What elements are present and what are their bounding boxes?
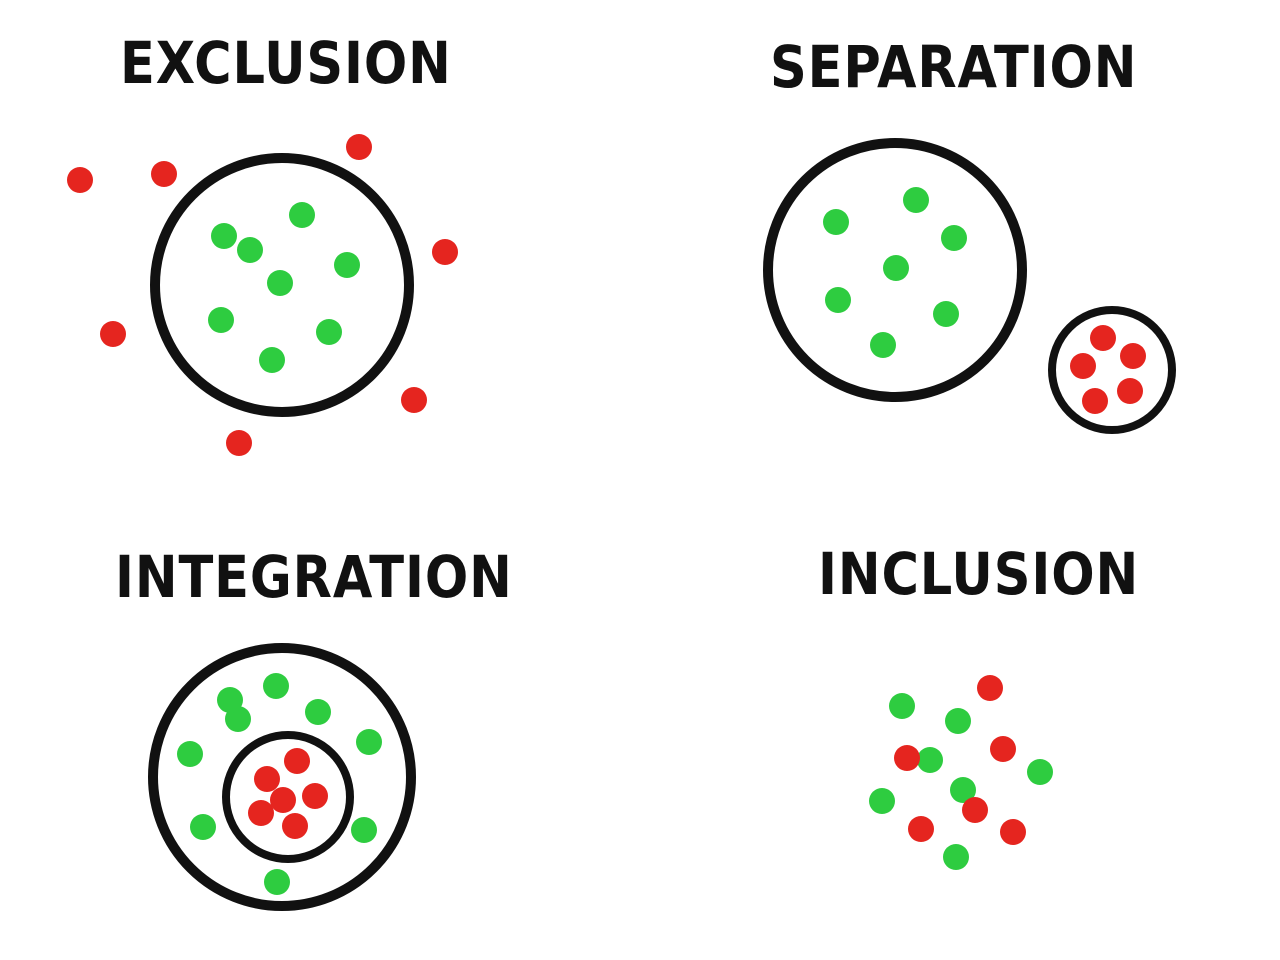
inclusion-majority-dot (943, 844, 969, 870)
separation-majority-dot (933, 301, 959, 327)
exclusion-minority-dot (100, 321, 126, 347)
exclusion-minority-dot (346, 134, 372, 160)
integration-title: INTEGRATION (115, 543, 513, 611)
inclusion-title: INCLUSION (818, 540, 1140, 608)
separation-majority-dot (903, 187, 929, 213)
integration-majority-dot (177, 741, 203, 767)
exclusion-majority-dot (259, 347, 285, 373)
separation-majority-dot (883, 255, 909, 281)
integration-majority-dot (305, 699, 331, 725)
integration-minority-dot (248, 800, 274, 826)
separation-majority-dot (941, 225, 967, 251)
separation-small-circle (1048, 306, 1176, 434)
separation-minority-dot (1090, 325, 1116, 351)
integration-minority-dot (284, 748, 310, 774)
separation-majority-dot (823, 209, 849, 235)
exclusion-minority-dot (401, 387, 427, 413)
separation-majority-dot (825, 287, 851, 313)
integration-minority-dot (270, 787, 296, 813)
integration-majority-dot (263, 673, 289, 699)
exclusion-minority-dot (67, 167, 93, 193)
exclusion-majority-dot (334, 252, 360, 278)
exclusion-majority-dot (316, 319, 342, 345)
exclusion-main-circle (150, 153, 414, 417)
integration-majority-dot (264, 869, 290, 895)
exclusion-title: EXCLUSION (120, 29, 452, 97)
inclusion-minority-dot (894, 745, 920, 771)
inclusion-majority-dot (1027, 759, 1053, 785)
exclusion-majority-dot (208, 307, 234, 333)
exclusion-majority-dot (267, 270, 293, 296)
separation-minority-dot (1117, 378, 1143, 404)
inclusion-minority-dot (977, 675, 1003, 701)
inclusion-majority-dot (869, 788, 895, 814)
integration-minority-dot (254, 766, 280, 792)
integration-majority-dot (356, 729, 382, 755)
inclusion-majority-dot (889, 693, 915, 719)
separation-minority-dot (1070, 353, 1096, 379)
inclusion-minority-dot (962, 797, 988, 823)
exclusion-minority-dot (151, 161, 177, 187)
exclusion-minority-dot (226, 430, 252, 456)
inclusion-majority-dot (950, 777, 976, 803)
inclusion-majority-dot (945, 708, 971, 734)
exclusion-minority-dot (432, 239, 458, 265)
inclusion-minority-dot (908, 816, 934, 842)
integration-majority-dot (190, 814, 216, 840)
integration-minority-dot (302, 783, 328, 809)
integration-majority-dot (351, 817, 377, 843)
separation-minority-dot (1082, 388, 1108, 414)
integration-majority-dot (217, 687, 243, 713)
separation-main-circle (763, 138, 1027, 402)
separation-minority-dot (1120, 343, 1146, 369)
integration-inner-circle (222, 731, 354, 863)
exclusion-majority-dot (289, 202, 315, 228)
inclusion-minority-dot (990, 736, 1016, 762)
inclusion-majority-dot (917, 747, 943, 773)
separation-title: SEPARATION (770, 33, 1138, 101)
inclusion-minority-dot (1000, 819, 1026, 845)
exclusion-majority-dot (211, 223, 237, 249)
integration-outer-circle (148, 643, 416, 911)
separation-majority-dot (870, 332, 896, 358)
integration-minority-dot (282, 813, 308, 839)
exclusion-majority-dot (237, 237, 263, 263)
